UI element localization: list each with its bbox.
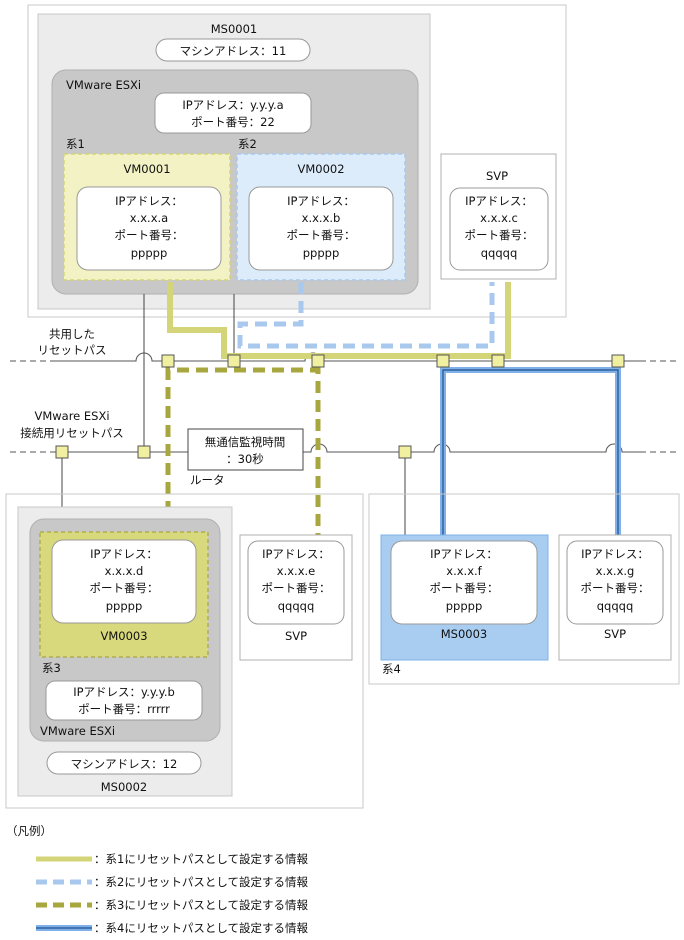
sys4-reset-path-core	[442, 369, 619, 535]
ms0003-ip-value: x.x.x.f	[446, 564, 482, 578]
svp-top-port-label: ポート番号：	[465, 228, 534, 242]
sys3-label: 系3	[42, 661, 61, 675]
sys4-label: 系4	[382, 662, 401, 676]
ms0002-esxi-port: ポート番号：rrrrr	[78, 702, 170, 716]
vm0003-name: VM0003	[100, 629, 147, 643]
esxi-path-label-2: 接続用リセットパス	[20, 426, 124, 440]
svp-g-port-label: ポート番号：	[581, 581, 650, 595]
vm0002-port-label: ポート番号：	[287, 228, 356, 242]
vm0001-port-label: ポート番号：	[115, 228, 184, 242]
vm0002-ip-label: IPアドレス：	[287, 194, 355, 208]
ms0001-esxi-name: VMware ESXi	[66, 78, 141, 92]
ms0002-esxi-address-box	[45, 680, 203, 721]
shared-path-label-2: リセットパス	[38, 343, 107, 357]
vm0002-port-value: ppppp	[303, 246, 340, 260]
connector-shared-1	[161, 354, 175, 368]
svp-g-address-box	[566, 540, 664, 625]
connector-lower-1	[55, 445, 69, 459]
ms0002-machine-address-box	[46, 751, 202, 775]
vm0003-address-box	[51, 539, 197, 624]
vm0002-name: VM0002	[297, 162, 344, 176]
svp-top-name: SVP	[486, 169, 508, 183]
router-timeout-line1: 無通信監視時間	[205, 435, 286, 449]
svp-g-name: SVP	[604, 627, 626, 641]
vm0002-address-box	[248, 186, 394, 271]
vm0001-ip-label: IPアドレス：	[115, 194, 183, 208]
svp-top-address-box	[449, 187, 549, 271]
sys1-reset-path	[167, 282, 511, 359]
ms0002-esxi-name: VMware ESXi	[40, 724, 115, 738]
connector-shared-4	[436, 354, 450, 368]
sys1-label: 系1	[66, 137, 85, 151]
svp-e-port-value: qqqqq	[278, 599, 315, 613]
ms0001-name: MS0001	[211, 22, 258, 36]
svp-e-ip-label: IPアドレス：	[262, 547, 330, 561]
vm0001-ip-value: x.x.x.a	[130, 211, 168, 225]
svp-g-ip-value: x.x.x.g	[596, 564, 635, 578]
connector-shared-2	[227, 354, 241, 368]
sys3-reset-path	[165, 367, 321, 535]
connector-shared-5	[491, 354, 505, 368]
ms0002-frame	[5, 493, 364, 809]
vm0001-name: VM0001	[123, 162, 170, 176]
ms0003-ip-label: IPアドレス：	[430, 547, 498, 561]
svp-g-ip-label: IPアドレス：	[581, 547, 649, 561]
legend-item-sys3: ：系3にリセットパスとして設定する情報	[94, 898, 308, 912]
ms0003-address-box	[390, 540, 538, 625]
ms0003-port-value: ppppp	[446, 599, 483, 613]
svp-top-ip-value: x.x.x.c	[480, 211, 518, 225]
vm0003-ip-label: IPアドレス：	[90, 547, 158, 561]
sys2-label: 系2	[238, 137, 257, 151]
esxi-path-label-1: VMware ESXi	[34, 409, 109, 423]
router-label: ルータ	[190, 473, 225, 487]
svp-top-port-value: qqqqq	[481, 246, 518, 260]
ms0001-esxi-ip: IPアドレス：y.y.y.a	[182, 98, 283, 112]
vm0003-ip-value: x.x.x.d	[105, 564, 144, 578]
ms0001-machine-address-box	[155, 38, 311, 62]
ms0003-name: MS0003	[441, 627, 488, 641]
ms0002-name: MS0002	[101, 780, 148, 794]
vm0001-address-box	[76, 186, 222, 271]
svp-g-port-value: qqqqq	[597, 599, 634, 613]
svp-e-name: SVP	[285, 629, 307, 643]
svp-e-port-label: ポート番号：	[262, 581, 331, 595]
shared-path-label-1: 共用した	[49, 327, 95, 341]
ms0002-machine-address: マシンアドレス：12	[71, 757, 178, 771]
ms0001-machine-address: マシンアドレス：11	[180, 44, 287, 58]
group4-frame	[368, 493, 680, 685]
ms0003-port-label: ポート番号：	[430, 581, 499, 595]
ms0001-esxi-port: ポート番号：22	[191, 115, 275, 129]
connector-shared-6	[611, 354, 625, 368]
router-box	[187, 428, 304, 471]
ms0002-esxi-ip: IPアドレス：y.y.y.b	[73, 685, 175, 699]
svp-e-ip-value: x.x.x.e	[277, 564, 315, 578]
legend-item-sys1: ：系1にリセットパスとして設定する情報	[94, 852, 308, 866]
connector-lower-2	[137, 445, 151, 459]
legend-item-sys4: ：系4にリセットパスとして設定する情報	[94, 921, 308, 935]
vm0002-ip-value: x.x.x.b	[302, 211, 341, 225]
connector-lower-3	[398, 445, 412, 459]
ms0001-esxi-address-box	[154, 92, 312, 134]
svp-top-ip-label: IPアドレス：	[465, 194, 533, 208]
legend-title: （凡例）	[6, 824, 52, 838]
vm0003-port-label: ポート番号：	[90, 581, 159, 595]
router-timeout-line2: ：30秒	[226, 452, 264, 466]
sys2-reset-path	[237, 282, 495, 349]
vm0001-port-value: ppppp	[131, 246, 168, 260]
legend-item-sys2: ：系2にリセットパスとして設定する情報	[94, 875, 308, 889]
svp-e-address-box	[247, 540, 345, 625]
connector-shared-3	[311, 354, 325, 368]
vm0003-port-value: ppppp	[106, 599, 143, 613]
